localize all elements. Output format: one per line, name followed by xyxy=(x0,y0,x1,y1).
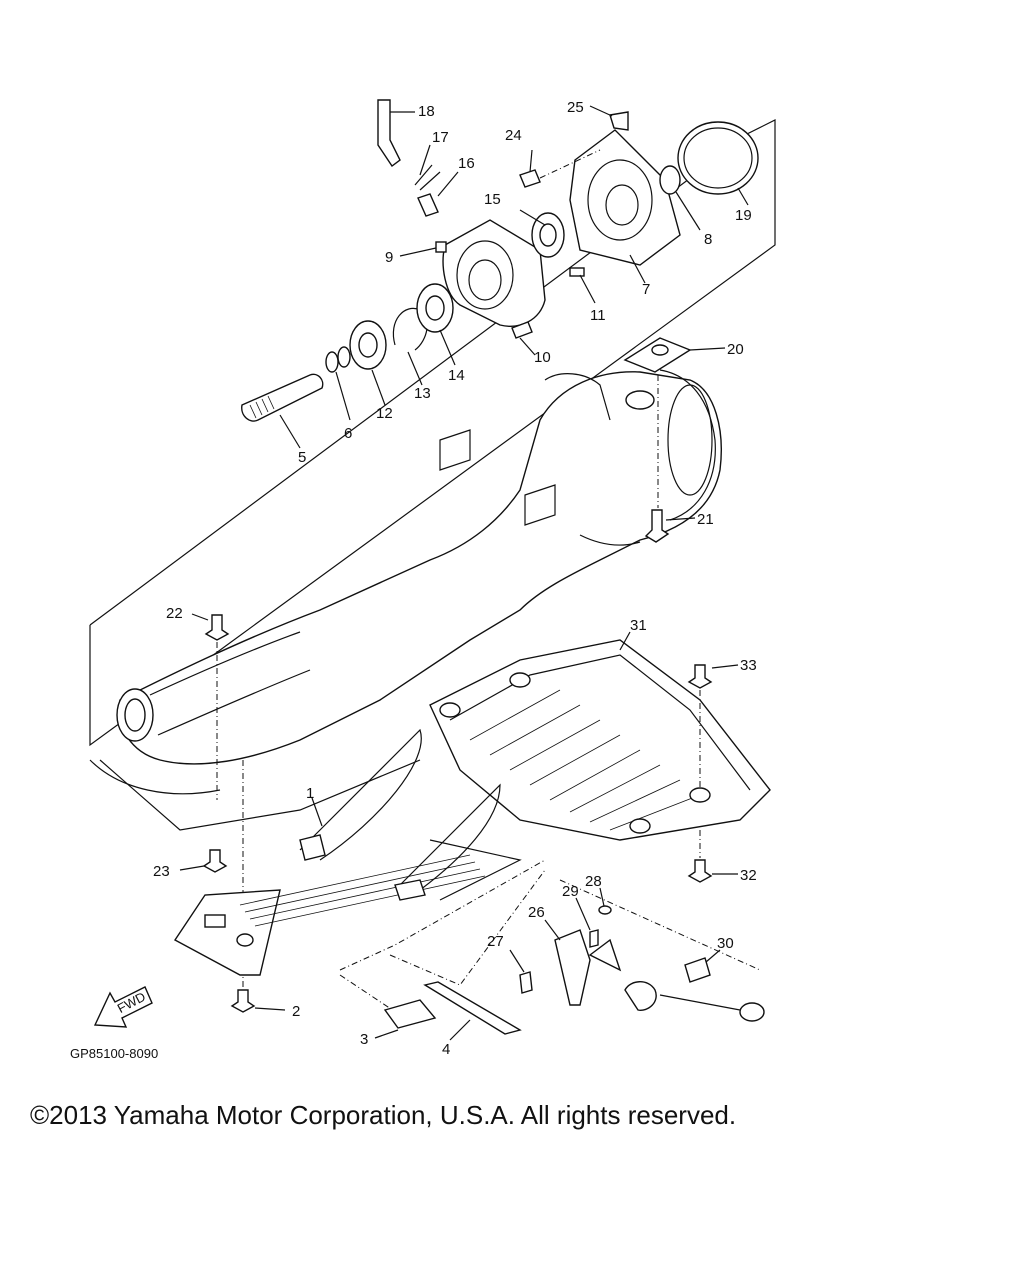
callout-24: 24 xyxy=(505,127,522,144)
callout-31: 31 xyxy=(630,617,647,634)
callout-4: 4 xyxy=(442,1041,450,1058)
callout-1: 1 xyxy=(306,785,314,802)
ride-plate xyxy=(429,639,771,841)
pump-housing xyxy=(89,369,722,831)
lower-parts xyxy=(339,859,765,1035)
copyright-notice: ©2013 Yamaha Motor Corporation, U.S.A. A… xyxy=(30,1100,737,1130)
exploded-parts-diagram: FWD 1 2 xyxy=(70,99,776,1061)
callout-6: 6 xyxy=(344,425,352,442)
callout-29: 29 xyxy=(562,883,579,900)
callout-18: 18 xyxy=(418,103,435,120)
leader-lines xyxy=(179,105,749,1041)
bearing-housing-group xyxy=(241,99,759,543)
callout-8: 8 xyxy=(704,231,712,248)
callout-32: 32 xyxy=(740,867,757,884)
callout-14: 14 xyxy=(448,367,465,384)
callout-27: 27 xyxy=(487,933,504,950)
callout-25: 25 xyxy=(567,99,584,116)
bolts xyxy=(202,614,713,1013)
callout-30: 30 xyxy=(717,935,734,952)
drawing-code: GP85100-8090 xyxy=(70,1046,158,1061)
fwd-arrow-icon: FWD xyxy=(93,986,153,1028)
callout-20: 20 xyxy=(727,341,744,358)
callout-5: 5 xyxy=(298,449,306,466)
callout-28: 28 xyxy=(585,873,602,890)
callout-19: 19 xyxy=(735,207,752,224)
callout-12: 12 xyxy=(376,405,393,422)
callout-3: 3 xyxy=(360,1031,368,1048)
callout-21: 21 xyxy=(697,511,714,528)
callout-15: 15 xyxy=(484,191,501,208)
callout-2: 2 xyxy=(292,1003,300,1020)
callout-26: 26 xyxy=(528,904,545,921)
callout-17: 17 xyxy=(432,129,449,146)
callout-22: 22 xyxy=(166,605,183,622)
intake-grate xyxy=(173,728,522,976)
callout-23: 23 xyxy=(153,863,170,880)
callout-9: 9 xyxy=(385,249,393,266)
callout-7: 7 xyxy=(642,281,650,298)
callout-labels: 1 2 3 4 5 6 7 8 9 10 11 12 13 14 15 16 1… xyxy=(153,99,757,1058)
callout-11: 11 xyxy=(590,307,606,324)
callout-13: 13 xyxy=(414,385,431,402)
callout-10: 10 xyxy=(534,349,551,366)
callout-33: 33 xyxy=(740,657,757,674)
callout-16: 16 xyxy=(458,155,475,172)
